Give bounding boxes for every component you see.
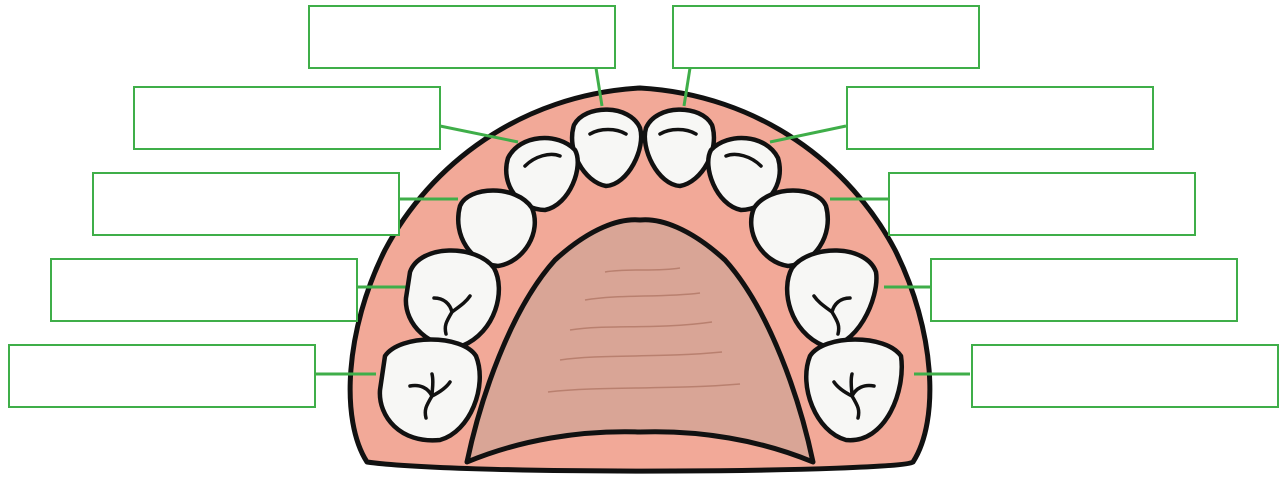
label-box-right-3[interactable] <box>888 172 1196 236</box>
label-box-left-1[interactable] <box>308 5 616 69</box>
label-box-left-5[interactable] <box>8 344 316 408</box>
label-box-left-4[interactable] <box>50 258 358 322</box>
label-box-left-2[interactable] <box>133 86 441 150</box>
label-box-left-3[interactable] <box>92 172 400 236</box>
label-box-right-4[interactable] <box>930 258 1238 322</box>
label-box-right-2[interactable] <box>846 86 1154 150</box>
label-box-right-5[interactable] <box>971 344 1279 408</box>
label-box-right-1[interactable] <box>672 5 980 69</box>
premolar-left <box>406 250 499 346</box>
